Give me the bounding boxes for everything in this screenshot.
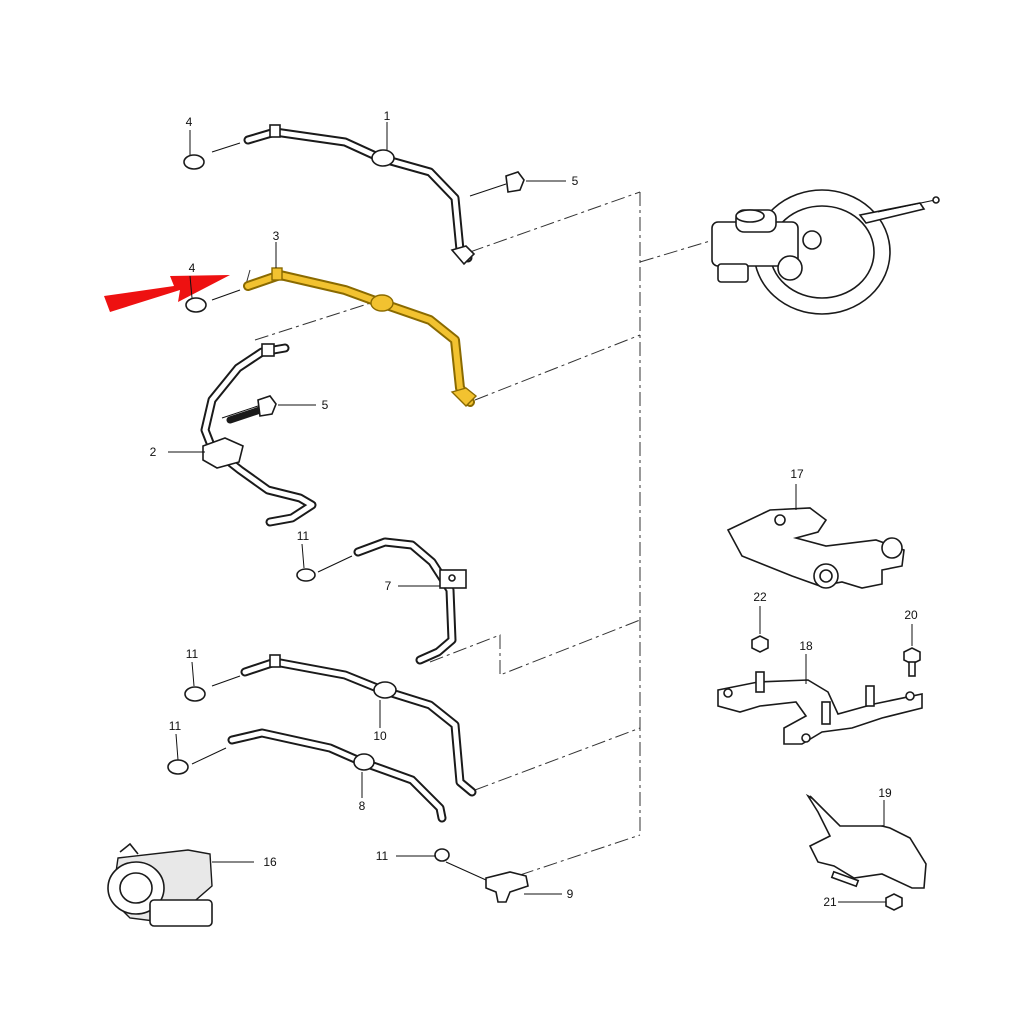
assembly-guide-lines xyxy=(244,191,721,876)
bolt-icon xyxy=(903,647,921,665)
shield-part-19 xyxy=(805,793,927,889)
clamp-icon xyxy=(296,568,316,582)
callout-16: 16 xyxy=(263,855,277,869)
callout-11b: 11 xyxy=(186,647,199,661)
clamp-icon xyxy=(184,686,206,702)
callout-10: 10 xyxy=(373,729,387,743)
hose-elbow xyxy=(450,387,478,407)
clips-part-5 xyxy=(221,171,566,419)
hose-clip xyxy=(261,343,275,357)
callout-21: 21 xyxy=(823,895,837,909)
nut-part-21 xyxy=(846,893,903,911)
hose-part-8 xyxy=(191,728,447,823)
hose-part-3-highlighted xyxy=(211,267,478,407)
callout-5a: 5 xyxy=(572,174,579,188)
clamp-icon xyxy=(183,154,205,170)
clip-icon xyxy=(505,171,525,193)
callout-8: 8 xyxy=(359,799,366,813)
red-arrow-icon xyxy=(104,275,230,312)
bracket-part-17 xyxy=(726,484,905,589)
hose-t-connector xyxy=(202,437,244,469)
fasteners-20-22 xyxy=(751,606,921,677)
valve-icon xyxy=(485,871,529,903)
callout-22: 22 xyxy=(753,590,767,604)
callout-1: 1 xyxy=(384,109,391,123)
clamp-icon xyxy=(167,759,189,775)
hose-elbow xyxy=(450,245,476,266)
callout-2: 2 xyxy=(150,445,157,459)
hose-part-10 xyxy=(211,654,477,797)
hose-clip xyxy=(269,654,281,668)
callout-leaders xyxy=(175,122,846,903)
callout-4a: 4 xyxy=(186,115,193,129)
callout-3: 3 xyxy=(273,229,280,243)
hose-connector xyxy=(353,753,375,771)
callout-18: 18 xyxy=(799,639,813,653)
bracket-hole xyxy=(448,574,456,582)
clamp-icon xyxy=(434,848,450,862)
callout-11d: 11 xyxy=(376,849,389,863)
hose-clip xyxy=(269,124,281,138)
callout-11c: 11 xyxy=(169,719,182,733)
hose-connector xyxy=(371,149,395,167)
nut-icon xyxy=(751,635,769,653)
hose-part-1 xyxy=(211,124,476,266)
bracket-part-18 xyxy=(717,654,923,745)
check-valve-part-9 xyxy=(445,861,562,903)
brake-booster-assembly xyxy=(711,189,940,315)
vacuum-pump-part-16 xyxy=(107,842,254,927)
callout-labels: 1 2 3 4 4 5 5 7 8 9 10 11 11 11 11 16 17… xyxy=(150,109,918,909)
callout-11a: 11 xyxy=(297,529,310,543)
nut-icon xyxy=(885,893,903,911)
hose-part-2 xyxy=(168,343,317,527)
clamp-icon xyxy=(185,297,207,313)
callout-17: 17 xyxy=(790,467,804,481)
callout-19: 19 xyxy=(878,786,892,800)
callout-4b: 4 xyxy=(189,261,196,275)
clip-icon xyxy=(257,395,277,417)
hose-connector xyxy=(370,294,394,312)
callout-9: 9 xyxy=(567,887,574,901)
callout-20: 20 xyxy=(904,608,918,622)
hose-clip xyxy=(271,267,283,281)
callout-5b: 5 xyxy=(322,398,329,412)
callout-7: 7 xyxy=(385,579,392,593)
hose-connector xyxy=(373,681,397,699)
hose-part-7 xyxy=(317,537,467,665)
